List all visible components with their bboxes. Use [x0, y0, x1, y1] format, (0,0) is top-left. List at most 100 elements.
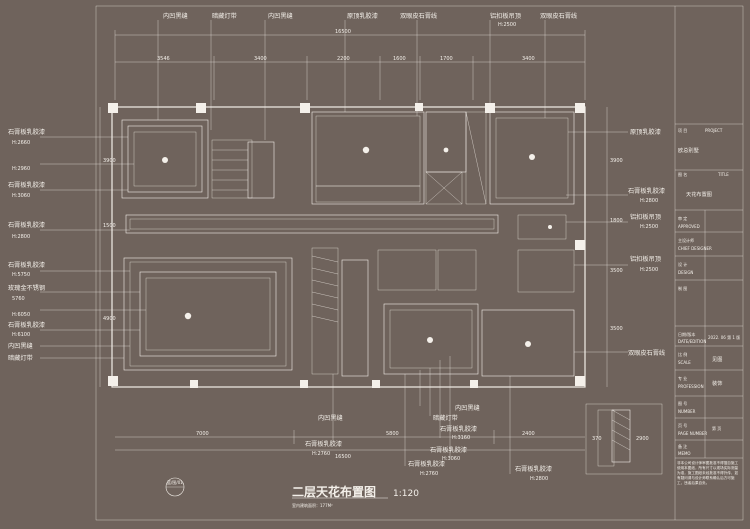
title-block-grid — [675, 123, 743, 459]
room-top-middle — [311, 111, 467, 205]
top-dim-3: 2200 — [337, 56, 350, 62]
tb-project-cn: 项 目 — [678, 127, 687, 133]
tb-page-en: PAGE NUMBER — [678, 431, 707, 436]
left-dim-1: 3900 — [103, 158, 116, 164]
right-label-7: H:2500 — [640, 267, 658, 273]
bottom-label-9: 石膏板乳胶漆 — [515, 465, 552, 473]
tb-scale-value: 见图 — [712, 356, 722, 363]
bottom-label-10: H:2800 — [530, 476, 548, 482]
bottom-label-1: 内凹黑缝 — [455, 404, 480, 412]
room-middle-strip — [311, 247, 369, 377]
right-label-8: 双眼皮石膏线 — [628, 349, 665, 357]
sheet-border — [95, 5, 744, 521]
tb-date-value: 2022. 06 第 1 版 — [708, 334, 740, 340]
top-label-4: 原顶乳胶漆 — [347, 12, 378, 20]
left-label-10: 玫瑰金不锈钢 — [8, 284, 45, 292]
right-label-3: H:2800 — [640, 198, 658, 204]
right-leaders — [566, 131, 628, 353]
bottom-leaders — [332, 356, 511, 474]
tb-profession-value: 装饰 — [712, 379, 722, 387]
section-detail — [585, 403, 663, 475]
detail-dim-2: 2900 — [636, 436, 649, 442]
tb-profession-en: PROFESSION — [678, 384, 704, 389]
tb-number-cn: 图 号 — [678, 400, 687, 406]
title-block-notes: 非本公司设计师审图批准不得擅自施工使用本图纸，所有尺寸以现场实际测量为准，施工图… — [677, 461, 739, 485]
left-label-9: H:5750 — [12, 272, 30, 278]
top-label-5: 双眼皮石膏线 — [400, 12, 437, 20]
left-label-12: H:6050 — [12, 312, 30, 318]
room-living — [123, 257, 293, 371]
right-dim-3: 3500 — [610, 268, 623, 274]
tb-title-cn: 图 名 — [678, 171, 687, 177]
tb-title-value: 天花布置图 — [686, 190, 712, 198]
top-label-6: 铝扣板吊顶 — [490, 12, 521, 20]
staircase — [211, 139, 275, 199]
left-label-1: 石膏板乳胶漆 — [8, 128, 45, 136]
bottom-label-13: H:2760 — [312, 451, 330, 457]
tb-scale-en: SCALE — [678, 360, 691, 365]
bottom-label-6: H:3060 — [442, 456, 460, 462]
outer-walls — [108, 103, 586, 388]
tb-approved-en: APPROVED — [678, 224, 700, 229]
right-label-4: 铝扣板吊顶 — [630, 213, 661, 221]
tb-drafting-cn: 制 图 — [678, 285, 687, 291]
overall-dimension: 16500 — [335, 29, 351, 35]
tb-project-en: PROJECT — [705, 128, 723, 133]
right-dim-2: 1800 — [610, 218, 623, 224]
bottom-label-7: 石膏板乳胶漆 — [408, 460, 445, 468]
left-label-6: 石膏板乳胶漆 — [8, 221, 45, 229]
corridor — [125, 214, 567, 240]
bottom-dim-2: 5800 — [386, 431, 399, 437]
left-label-5: H:3060 — [12, 193, 30, 199]
top-dim-4: 1600 — [393, 56, 406, 62]
top-dim-1: 3546 — [157, 56, 170, 62]
right-label-6: 铝扣板吊顶 — [630, 255, 661, 263]
tb-approved-cn: 审 定 — [678, 215, 687, 221]
drawing-title: 二层天花布置图 — [292, 484, 376, 499]
tb-profession-cn: 专 业 — [678, 375, 687, 381]
right-dim-1: 3900 — [610, 158, 623, 164]
top-dim-6: 3400 — [522, 56, 535, 62]
bottom-dimension-lines — [115, 430, 585, 451]
left-label-14: H:6100 — [12, 332, 30, 338]
tb-date-en: DATE/EDITION — [678, 339, 706, 344]
left-leaders — [40, 136, 146, 359]
left-dim-2: 1500 — [103, 223, 116, 229]
room-bottom-right — [481, 249, 575, 377]
bottom-label-4: H:3160 — [452, 435, 470, 441]
tb-memo-en: MEMO — [678, 451, 691, 456]
tb-scale-cn: 比 例 — [678, 351, 687, 357]
left-dim-3: 4900 — [103, 316, 116, 322]
tb-page-cn: 页 号 — [678, 422, 687, 428]
tb-memo-cn: 备 注 — [678, 443, 687, 449]
tb-design-cn: 设 计 — [678, 261, 687, 267]
drawing-scale: 1:120 — [393, 489, 419, 499]
left-label-3: H:2960 — [12, 166, 30, 172]
left-label-4: 石膏板乳胶漆 — [8, 181, 45, 189]
tb-number-en: NUMBER — [678, 409, 696, 414]
bottom-label-5: 石膏板乳胶漆 — [430, 446, 467, 454]
area-note: 室内建筑面积：177M² — [292, 502, 333, 508]
bottom-label-11: 内凹黑缝 — [318, 414, 343, 422]
bottom-label-8: H:2760 — [420, 471, 438, 477]
left-label-13: 石膏板乳胶漆 — [8, 321, 45, 329]
top-label-6-height: H:2500 — [498, 22, 516, 28]
detail-dim-1: 370 — [592, 436, 602, 442]
tb-chief-cn: 主设计师 — [678, 237, 694, 243]
right-label-2: 石膏板乳胶漆 — [628, 187, 665, 195]
bottom-label-3: 石膏板乳胶漆 — [440, 425, 477, 433]
left-label-15: 内凹黑缝 — [8, 342, 33, 350]
tb-page-value: 第 页 — [712, 425, 721, 431]
room-top-right — [465, 111, 575, 205]
left-label-16: 暗藏灯带 — [8, 354, 33, 362]
right-dim-4: 3500 — [610, 326, 623, 332]
left-label-7: H:2800 — [12, 234, 30, 240]
tb-design-en: DESIGN — [678, 270, 693, 275]
top-label-3: 内凹黑缝 — [268, 12, 293, 20]
tb-project-value: 欧总别墅 — [678, 146, 699, 154]
tb-chief-en: CHIEF DESIGNER — [678, 246, 712, 251]
room-bottom-center — [377, 249, 479, 375]
bottom-dim-3: 2400 — [522, 431, 535, 437]
top-dimension-lines — [114, 30, 586, 100]
